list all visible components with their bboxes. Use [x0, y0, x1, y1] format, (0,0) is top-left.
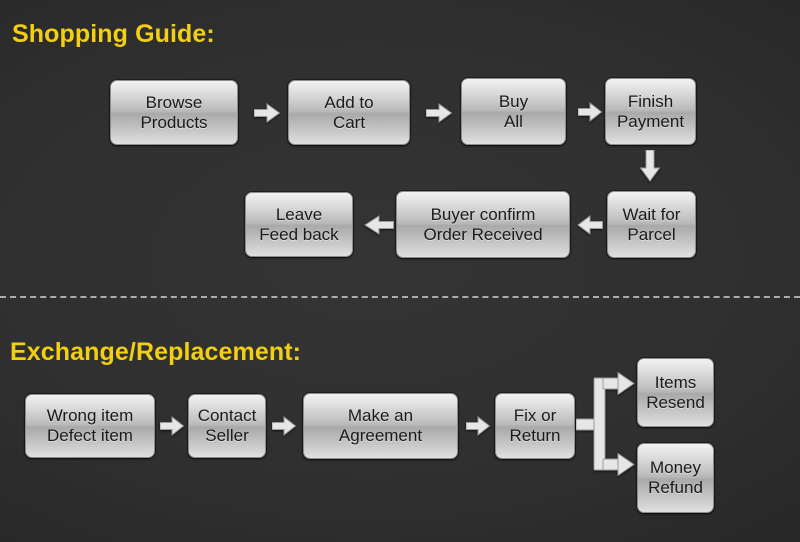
node-finish-payment[interactable]: Finish Payment [605, 78, 696, 145]
section-divider [0, 296, 800, 298]
node-fix-or-return[interactable]: Fix or Return [495, 393, 575, 459]
node-line-2: Feed back [259, 224, 339, 244]
node-buyer-confirm[interactable]: Buyer confirm Order Received [396, 191, 570, 258]
node-line-1: Add to [324, 92, 374, 112]
node-line-1: Fix or [513, 406, 557, 426]
node-line-1: Browse [145, 92, 203, 112]
node-line-1: Items [654, 372, 697, 392]
node-line-1: Buy [498, 91, 529, 111]
arrow-confirm-to-feedback-icon [364, 215, 394, 235]
node-line-1: Wait for [622, 204, 681, 224]
shopping-guide-title: Shopping Guide: [12, 20, 215, 48]
node-line-2: Defect item [47, 426, 133, 445]
node-money-refund[interactable]: Money Refund [637, 443, 714, 513]
node-add-to-cart[interactable]: Add to Cart [288, 80, 410, 145]
node-leave-feedback[interactable]: Leave Feed back [245, 192, 353, 257]
node-line-2: Order Received [423, 224, 543, 244]
arrow-browse-to-cart-icon [254, 103, 280, 123]
arrow-payment-to-wait-icon [639, 150, 661, 182]
node-line-2: Cart [332, 112, 366, 132]
node-line-2: Seller [205, 426, 249, 445]
node-line-1: Wrong item [46, 406, 134, 426]
node-make-agreement[interactable]: Make an Agreement [303, 393, 458, 459]
node-line-2: Agreement [338, 426, 423, 445]
node-wrong-defect-item[interactable]: Wrong item Defect item [25, 394, 155, 458]
node-line-1: Money [649, 458, 702, 478]
arrow-cart-to-buy-icon [426, 103, 452, 123]
arrow-agreement-to-fix-icon [466, 416, 490, 436]
node-line-2: Parcel [627, 224, 676, 244]
node-line-2: Payment [616, 111, 685, 131]
node-line-1: Leave [275, 204, 323, 224]
node-items-resend[interactable]: Items Resend [637, 358, 714, 427]
node-line-2: Products [140, 112, 208, 132]
node-line-1: Make an [347, 406, 414, 426]
arrow-item-to-seller-icon [160, 416, 184, 436]
node-line-2: Resend [646, 392, 705, 412]
exchange-replacement-title: Exchange/Replacement: [10, 338, 302, 366]
node-buy-all[interactable]: Buy All [461, 78, 566, 145]
node-line-2: Return [509, 426, 561, 445]
fork-fix-to-outcomes-icon [576, 372, 644, 497]
node-line-2: Refund [648, 478, 703, 497]
node-browse-products[interactable]: Browse Products [110, 80, 238, 145]
node-line-1: Finish [627, 91, 674, 111]
arrow-wait-to-confirm-icon [577, 215, 603, 235]
node-line-2: All [504, 111, 523, 131]
arrow-seller-to-agreement-icon [272, 416, 296, 436]
arrow-buy-to-payment-icon [578, 102, 602, 122]
node-line-1: Contact [197, 406, 257, 426]
node-line-1: Buyer confirm [430, 204, 536, 224]
node-wait-for-parcel[interactable]: Wait for Parcel [607, 191, 696, 258]
node-contact-seller[interactable]: Contact Seller [188, 394, 266, 458]
